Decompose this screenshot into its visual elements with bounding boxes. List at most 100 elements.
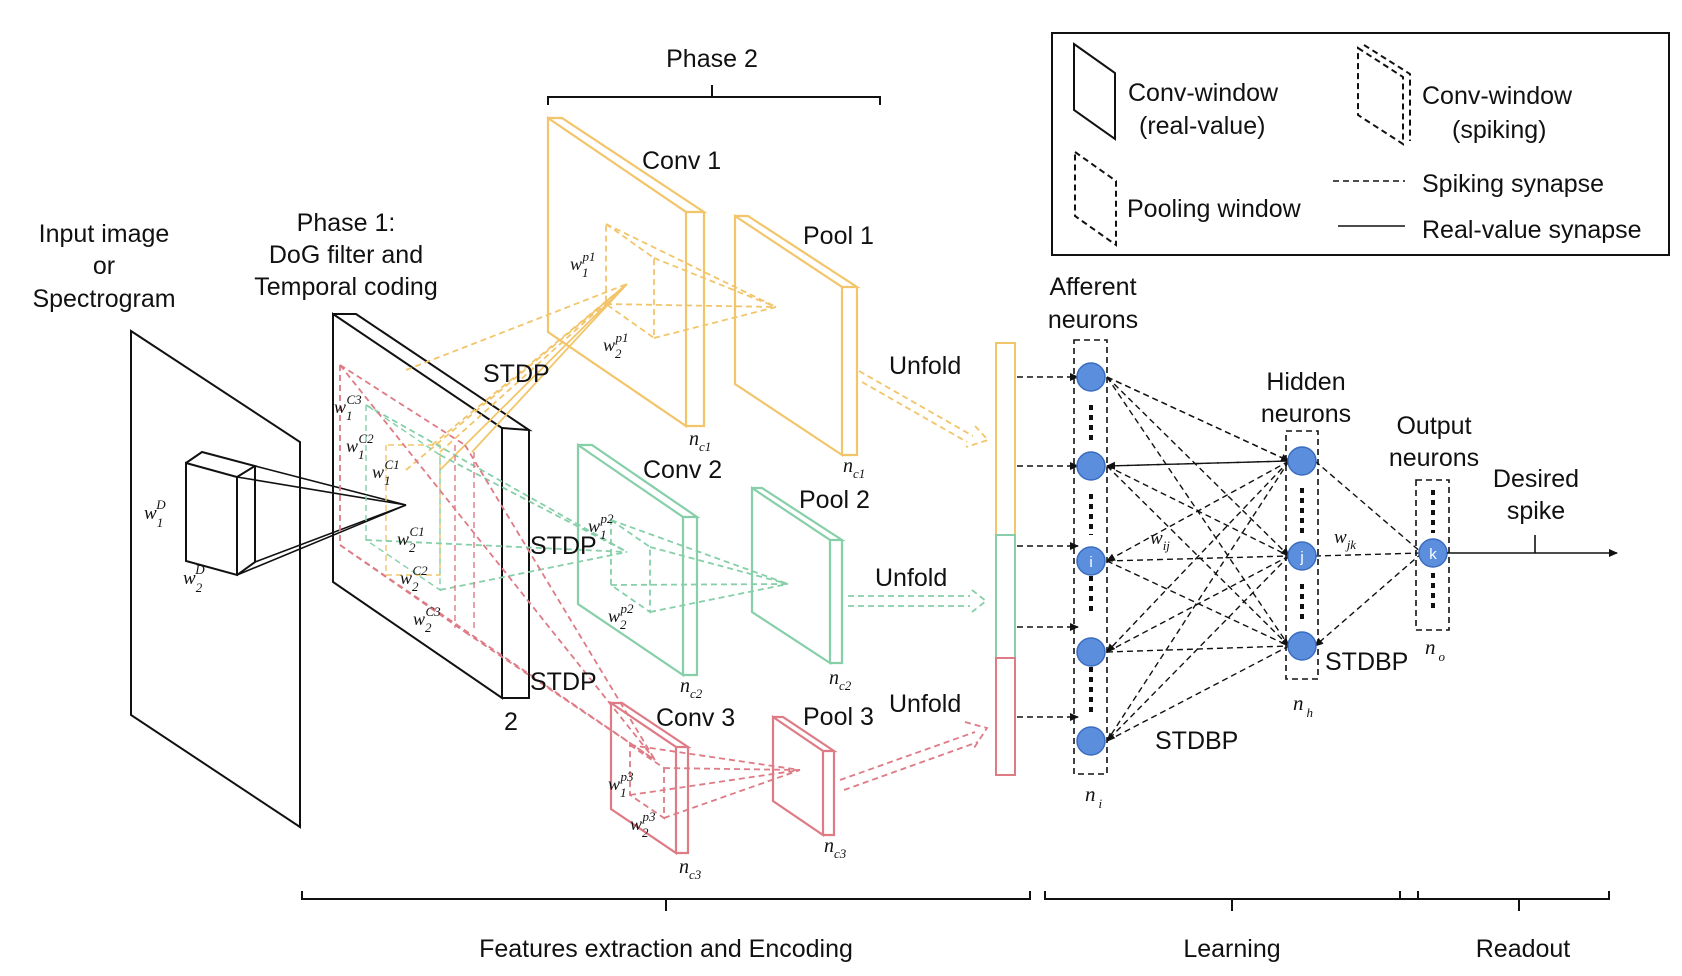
phase2-title: Phase 2 xyxy=(666,45,758,73)
w1-C2-label: w1C2 xyxy=(346,431,374,462)
w2-D-label: w2D xyxy=(183,562,205,595)
w2-p1-label: w2p1 xyxy=(603,330,629,361)
nc2-pool-label: nc2 xyxy=(829,667,852,693)
w1-C1-label: w1C1 xyxy=(372,457,400,488)
node-i-label: i xyxy=(1089,554,1092,571)
afferent-hidden-synapses xyxy=(1106,376,1290,742)
pool3-layer xyxy=(771,714,838,838)
phase1-block: Phase 1: DoG filter and Temporal coding … xyxy=(254,209,533,736)
input-title-line3: Spectrogram xyxy=(32,285,175,313)
nc3-pool-label: nc3 xyxy=(824,835,847,861)
pool2-layer xyxy=(750,485,846,666)
stdbp-label-2: STDBP xyxy=(1325,648,1408,676)
pooling-window-icon xyxy=(1074,150,1117,247)
stdp-label-3: STDP xyxy=(530,668,597,696)
w2-p3-label: w2p3 xyxy=(630,809,656,840)
afferent-title-line2: neurons xyxy=(1048,306,1138,334)
input-image: Input image or Spectrogram w1D w2D xyxy=(32,220,407,829)
desired-spike-line2: spike xyxy=(1507,497,1565,525)
afferent-neuron xyxy=(1076,726,1106,756)
unfold-label-2: Unfold xyxy=(875,564,947,592)
legend-conv-spiking-line1: Conv-window xyxy=(1422,82,1573,110)
legend: Conv-window (real-value) Conv-window (sp… xyxy=(1051,32,1670,256)
conv2-synapses xyxy=(365,403,789,613)
legend-conv-real-line2: (real-value) xyxy=(1139,112,1265,140)
input-arrows xyxy=(1017,373,1079,721)
conv1-layer xyxy=(546,115,708,429)
wjk-label: wjk xyxy=(1334,527,1356,552)
w1-p1-label: w1p1 xyxy=(570,249,596,280)
wij-label: wij xyxy=(1150,528,1170,553)
desired-spike-output xyxy=(1447,535,1618,557)
input-title-line1: Input image xyxy=(39,220,170,248)
afferent-title-line1: Afferent xyxy=(1049,273,1136,301)
conv2-label: Conv 2 xyxy=(643,456,722,484)
w1-D-label: w1D xyxy=(144,497,166,530)
input-image-plane xyxy=(130,329,301,829)
pool2-label: Pool 2 xyxy=(799,486,870,514)
legend-spiking-synapse: Spiking synapse xyxy=(1422,170,1604,198)
legend-pooling: Pooling window xyxy=(1127,195,1302,223)
afferent-neuron xyxy=(1076,451,1106,481)
phase2-bracket: Phase 2 xyxy=(547,45,881,105)
legend-real-synapse: Real-value synapse xyxy=(1422,216,1642,244)
section-features: Features extraction and Encoding xyxy=(479,935,853,963)
unfold-arrow-3 xyxy=(839,721,989,791)
stdp-label-2: STDP xyxy=(530,532,597,560)
layer-boxes xyxy=(1073,339,1450,775)
phase1-title-line1: Phase 1: xyxy=(297,209,396,237)
nc3-conv-label: nc3 xyxy=(679,856,702,882)
section-readout: Readout xyxy=(1476,935,1571,963)
afferent-neurons: i xyxy=(1076,362,1106,756)
pool1-layer xyxy=(733,213,861,458)
nc1-conv-label: nc1 xyxy=(689,428,711,454)
w2-C1-label: w2C1 xyxy=(397,524,425,555)
unfold-arrow-2 xyxy=(848,589,988,613)
conv3-synapses xyxy=(339,364,801,819)
hidden-neurons: j xyxy=(1287,446,1317,661)
unfold-arrow-1 xyxy=(858,370,990,448)
afferent-neuron xyxy=(1076,637,1106,667)
stdp-label-1: STDP xyxy=(483,360,550,388)
unfold-label-3: Unfold xyxy=(889,690,961,718)
section-learning: Learning xyxy=(1183,935,1280,963)
neuron-ellipses xyxy=(1089,405,1435,712)
nc1-pool-label: nc1 xyxy=(843,455,865,481)
nc2-conv-label: nc2 xyxy=(680,675,703,701)
phase1-depth: 2 xyxy=(504,708,518,736)
feature-vector xyxy=(995,342,1016,776)
conv1-label: Conv 1 xyxy=(642,147,721,175)
output-title-line2: neurons xyxy=(1389,444,1479,472)
legend-conv-real-line1: Conv-window xyxy=(1128,79,1279,107)
afferent-neuron-i xyxy=(1076,546,1106,576)
node-k-label: k xyxy=(1429,546,1437,563)
desired-spike-line1: Desired xyxy=(1493,465,1579,493)
hidden-output-synapses xyxy=(1314,460,1423,647)
pool1-label: Pool 1 xyxy=(803,222,874,250)
phase1-title-line3: Temporal coding xyxy=(254,273,437,301)
stdbp-label-1: STDBP xyxy=(1155,727,1238,755)
input-title-line2: or xyxy=(93,252,115,280)
hidden-title-line2: neurons xyxy=(1261,400,1351,428)
output-title-line1: Output xyxy=(1396,412,1471,440)
w1-C3-label: w1C3 xyxy=(334,392,362,423)
w2-C3-label: w2C3 xyxy=(413,604,441,635)
hidden-neuron xyxy=(1287,631,1317,661)
hidden-neuron xyxy=(1287,446,1317,476)
conv3-label: Conv 3 xyxy=(656,704,735,732)
node-j-label: j xyxy=(1299,549,1303,566)
conv-window-real-icon xyxy=(1073,42,1116,141)
unfold-label-1: Unfold xyxy=(889,352,961,380)
hidden-title-line1: Hidden xyxy=(1266,368,1345,396)
pool3-label: Pool 3 xyxy=(803,703,874,731)
output-neurons: k xyxy=(1418,538,1448,568)
afferent-neuron xyxy=(1076,362,1106,392)
conv1-synapses xyxy=(385,223,777,576)
hidden-neuron-j xyxy=(1287,541,1317,571)
input-receptive-field xyxy=(185,450,407,577)
phase1-title-line2: DoG filter and xyxy=(269,241,423,269)
